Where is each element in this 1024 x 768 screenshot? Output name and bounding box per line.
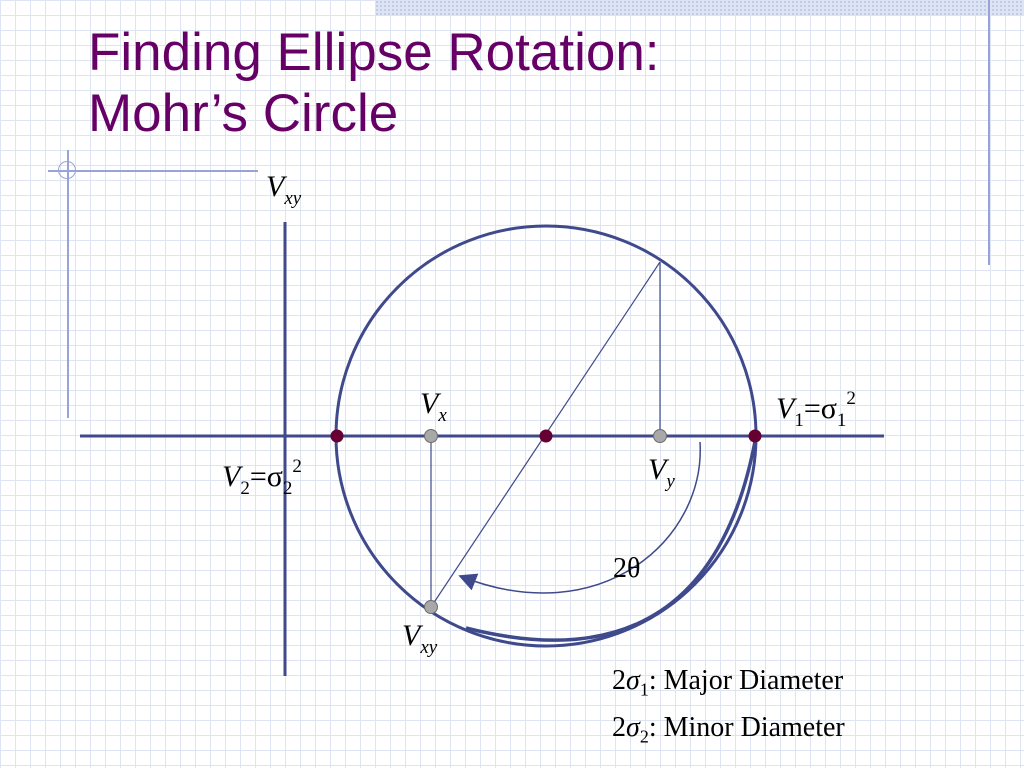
label-v2-sigma2: V2=σ22 — [222, 456, 302, 499]
label-vxy-axis: Vxy — [266, 170, 302, 209]
point-vxy — [424, 600, 438, 614]
label-vx: Vx — [420, 387, 447, 426]
slide-title: Finding Ellipse Rotation: Mohr’s Circle — [88, 22, 660, 144]
title-line-1: Finding Ellipse Rotation: — [88, 23, 660, 82]
decorative-rule-left-vertical — [67, 150, 69, 418]
label-vy: Vy — [648, 453, 675, 492]
point-sigma2-squared — [330, 429, 344, 443]
decorative-rule-horizontal — [48, 170, 258, 172]
diameter-legend: 2σ1: Major Diameter 2σ2: Minor Diameter — [612, 662, 845, 755]
decorative-ring-icon — [58, 161, 76, 179]
point-sigma1-squared — [748, 429, 762, 443]
point-center — [539, 429, 553, 443]
decorative-rule-top-vertical — [988, 0, 990, 265]
rotation-arc-inner — [458, 441, 701, 594]
point-vy — [653, 429, 667, 443]
top-decorative-band — [375, 0, 1024, 16]
label-v1-sigma1: V1=σ12 — [776, 388, 856, 431]
rotation-arc-outer — [465, 435, 758, 642]
title-line-2: Mohr’s Circle — [88, 84, 399, 143]
label-two-theta: 2θ — [613, 553, 640, 584]
legend-major-diameter: 2σ1: Major Diameter — [612, 665, 844, 700]
point-vx — [424, 429, 438, 443]
label-vxy-point: Vxy — [402, 619, 438, 658]
legend-minor-diameter: 2σ2: Minor Diameter — [612, 711, 845, 747]
